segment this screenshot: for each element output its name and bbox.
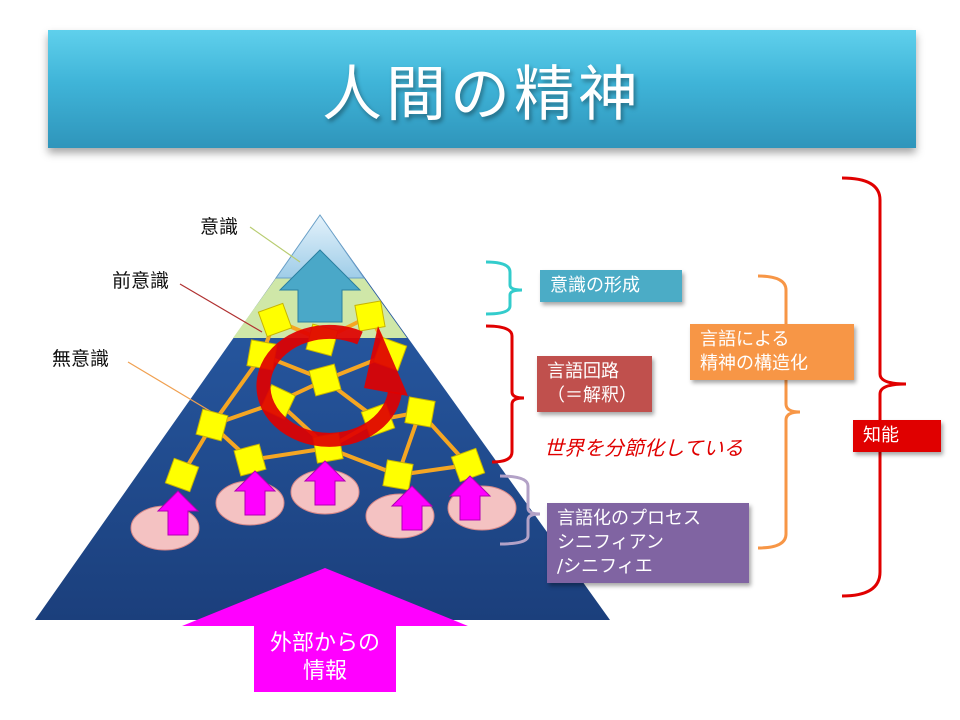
preconscious-pointer [179, 283, 263, 333]
intellect-brace [841, 176, 907, 598]
input-line-1: 外部からの [269, 631, 380, 656]
language-structuring-box: 言語による 精神の構造化 [690, 324, 854, 380]
network-node [308, 363, 342, 397]
structure-line-1: 言語による [700, 329, 790, 350]
input-line-2: 情報 [302, 659, 347, 684]
process-line-2: シニフィアン [557, 532, 664, 553]
conscious-label: 意識 [200, 216, 239, 238]
process-line-3: /シニフィエ [557, 556, 653, 577]
structure-brace [757, 274, 801, 550]
verbalization-process-box: 言語化のプロセス シニフィアン /シニフィエ [547, 503, 749, 583]
small-up-arrow [303, 460, 347, 506]
structure-line-2: 精神の構造化 [700, 353, 808, 374]
consciousness-formation-box: 意識の形成 [540, 270, 682, 302]
small-up-arrows [156, 460, 492, 536]
page-title: 人間の精神 [322, 59, 642, 130]
network-node [450, 447, 486, 483]
network-node [164, 457, 200, 493]
process-brace [499, 474, 541, 546]
title-banner: 人間の精神 [48, 30, 916, 148]
articulation-annotation: 世界を分節化している [544, 436, 744, 460]
network-node [195, 408, 229, 442]
small-up-arrow [233, 470, 277, 516]
preconscious-label: 前意識 [112, 270, 170, 292]
circuit-line-1: 言語回路 [547, 361, 619, 382]
conscious-pointer [249, 226, 301, 263]
cycle-arrowhead [364, 326, 408, 396]
consciousness-up-arrow [278, 249, 362, 323]
small-up-arrow [448, 475, 492, 521]
network-node [257, 302, 293, 338]
external-input-label: 外部からの 情報 [254, 630, 396, 686]
intellect-line: 知能 [863, 425, 899, 446]
formation-line: 意識の形成 [550, 275, 640, 296]
interpretation-cycle-arrow [256, 324, 402, 447]
unconscious-pointer [127, 361, 216, 415]
network-node [354, 300, 386, 332]
language-circuit-box: 言語回路 （＝解釈） [537, 356, 652, 412]
formation-brace [485, 260, 523, 316]
small-up-arrow [156, 490, 200, 536]
external-input-arrow [182, 568, 468, 692]
process-line-1: 言語化のプロセス [557, 508, 701, 529]
network-node [404, 396, 436, 428]
intellect-box: 知能 [853, 420, 941, 452]
network-node [382, 459, 414, 491]
circuit-line-2: （＝解釈） [547, 385, 637, 406]
circuit-brace [485, 324, 525, 464]
unconscious-label: 無意識 [52, 348, 110, 370]
small-up-arrow [390, 485, 434, 531]
